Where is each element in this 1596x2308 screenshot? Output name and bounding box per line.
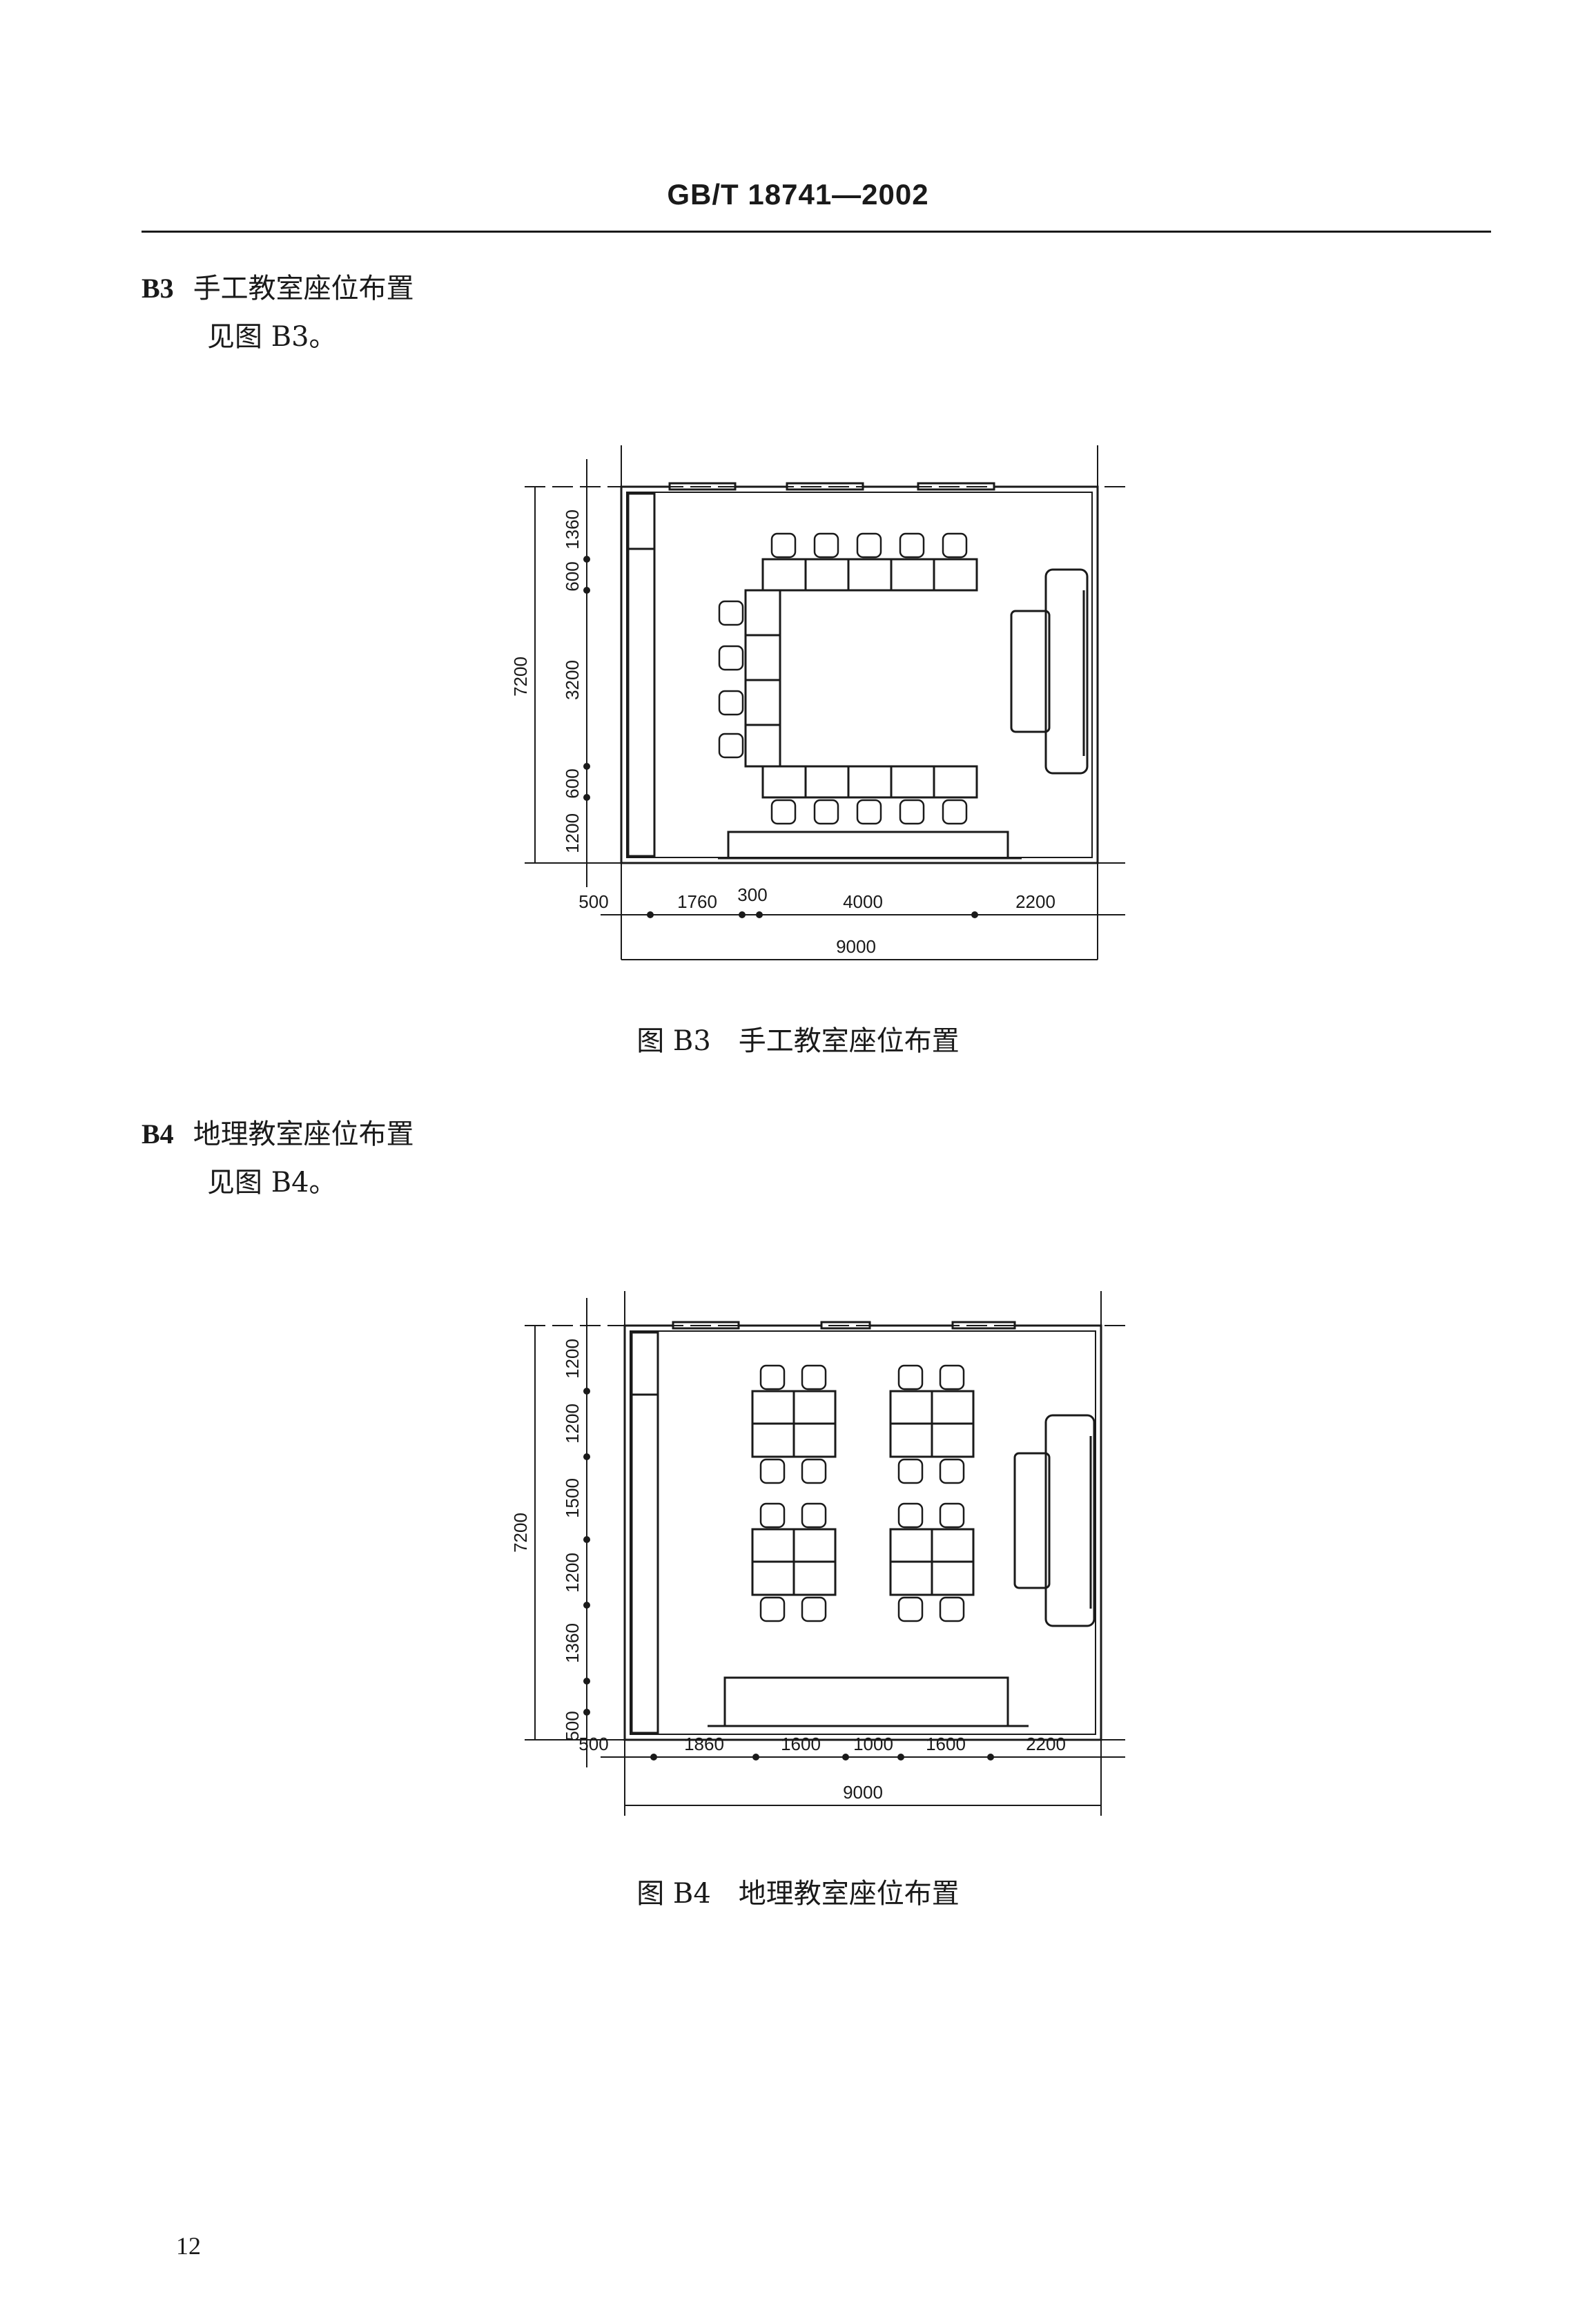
blackboard: [723, 1676, 1009, 1727]
dim-bottom-5: 2200: [1026, 1734, 1066, 1754]
dim-total-width: 9000: [843, 1782, 883, 1803]
figure-caption-b4: 图 B4 地理教室座位布置: [636, 1878, 960, 1910]
teacher-desk: [1010, 610, 1051, 733]
table-col-left: [744, 589, 781, 768]
dim-left-0: 1360: [562, 510, 583, 550]
teacher-platform: [1044, 568, 1089, 775]
dim-bottom-0: 500: [578, 891, 608, 912]
chairs-top: [770, 532, 968, 559]
chairs-bottom: [770, 799, 968, 825]
dim-bottom-0: 500: [578, 1734, 608, 1754]
dim-left-5: 500: [562, 1711, 583, 1740]
dim-left-2: 3200: [562, 660, 583, 700]
teacher-desk: [1013, 1452, 1051, 1589]
dim-left-2: 1500: [562, 1478, 583, 1518]
dim-left-1: 600: [562, 561, 583, 591]
table-group-4: [889, 1502, 975, 1622]
section-body-b4: 见图 B4。: [207, 1167, 337, 1199]
section-heading-b3: B3 手工教室座位布置: [142, 266, 414, 306]
table-group-1: [751, 1364, 837, 1484]
dim-left-3: 1200: [562, 1553, 583, 1593]
side-cabinet: [630, 1331, 659, 1734]
section-title: 地理教室座位布置: [193, 1118, 414, 1150]
room-inner-wall: [630, 1330, 1096, 1735]
table-row-top: [761, 558, 978, 592]
dim-total-width: 9000: [836, 936, 876, 957]
table-row-bottom: [761, 765, 978, 799]
figure-caption-b3: 图 B3 手工教室座位布置: [636, 1025, 960, 1057]
section-title: 手工教室座位布置: [193, 273, 414, 304]
side-cabinet: [627, 492, 656, 857]
dim-bottom-2: 1600: [781, 1734, 821, 1754]
dim-left-0: 1200: [562, 1339, 583, 1379]
section-number: B3: [142, 273, 174, 304]
blackboard: [727, 831, 1009, 860]
room-outer-wall: [620, 485, 1099, 864]
figure-b4: 1200 1200 1500 1200 1360 500 7200 500 18…: [497, 1291, 1146, 1823]
running-header: GB/T 18741—2002: [667, 178, 929, 211]
dim-bottom-3: 4000: [843, 891, 883, 912]
section-body-b3: 见图 B3。: [207, 321, 337, 353]
table-group-2: [889, 1364, 975, 1484]
dim-bottom-4: 2200: [1015, 891, 1055, 912]
room-inner-wall: [626, 492, 1093, 858]
chairs-left: [718, 600, 744, 759]
section-number: B4: [142, 1118, 174, 1150]
figure-b3: 1360 600 3200 600 1200 7200 500 1760 300…: [497, 445, 1146, 977]
dim-bottom-3: 1000: [853, 1734, 893, 1754]
dim-left-3: 600: [562, 768, 583, 798]
header-rule: [142, 231, 1491, 233]
section-heading-b4: B4 地理教室座位布置: [142, 1112, 414, 1152]
teacher-platform: [1044, 1414, 1096, 1627]
page-number: 12: [176, 2232, 201, 2260]
dim-bottom-1: 1860: [684, 1734, 724, 1754]
dim-left-4: 1200: [562, 813, 583, 853]
dim-bottom-2: 300: [737, 884, 767, 905]
dim-left-4: 1360: [562, 1623, 583, 1663]
table-group-3: [751, 1502, 837, 1622]
dim-total-height: 7200: [510, 657, 531, 697]
dim-bottom-1: 1760: [677, 891, 717, 912]
dim-left-1: 1200: [562, 1404, 583, 1444]
dim-total-height: 7200: [510, 1513, 531, 1553]
dim-bottom-4: 1600: [926, 1734, 966, 1754]
